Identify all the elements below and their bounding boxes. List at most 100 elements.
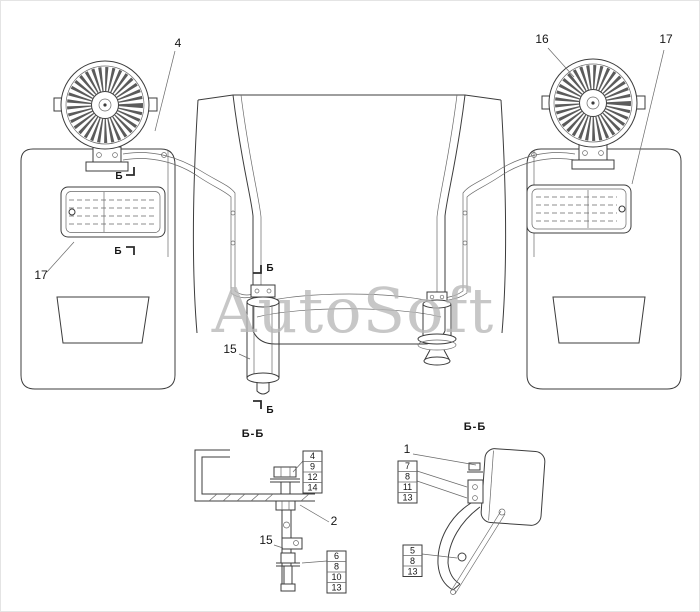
- detail-right-rod-pivot-bottom: [450, 589, 456, 595]
- cab-left-pillar-inner: [240, 94, 262, 303]
- stack-cell: 9: [310, 462, 315, 472]
- right-horn-bracket-bolt-2: [439, 294, 445, 300]
- section-mark-horn-bottom: Б: [266, 405, 273, 416]
- stack-cell: 10: [331, 572, 341, 582]
- stack-cell: 8: [334, 562, 339, 572]
- right-lamp-hatch: [536, 196, 617, 222]
- right-horn-bracket-bolt-1: [429, 294, 435, 300]
- stack-dividers: [327, 561, 346, 583]
- detail-right-bracket-bolt-2: [472, 495, 478, 501]
- cab-right-pillar-inner: [436, 94, 458, 303]
- bolt-shank: [280, 481, 291, 495]
- detail-right-title: Б-Б: [464, 421, 486, 433]
- watermark-text: AutoSoft: [211, 274, 495, 347]
- detail-right-stack-top: 7 8 11 13: [397, 460, 418, 504]
- leader-detail-left-horn: [273, 544, 284, 549]
- section-tick-lamp-top: [126, 167, 135, 176]
- lamp-lens-edge: [488, 450, 494, 521]
- left-fan-bracket-bolt-1: [96, 152, 102, 158]
- right-fender-outline: [526, 148, 682, 390]
- detail-right-bracket: [467, 479, 484, 504]
- left-lamp-lens: [65, 191, 161, 233]
- stack-cell: 8: [405, 472, 410, 482]
- right-harness-connector-1: [531, 152, 537, 158]
- leader-lamp-left: [46, 241, 75, 273]
- stack-cell: 12: [307, 472, 317, 482]
- leader-detail-left-stack-top: [292, 460, 304, 473]
- detail-right-arm-bolt: [457, 552, 467, 562]
- callout-horn-center: 15: [223, 342, 237, 356]
- detail-left-horn-tab-hole: [293, 540, 299, 546]
- leader-horn-center: [238, 353, 251, 360]
- right-horn-flange-1: [417, 333, 457, 345]
- left-lamp-bolt: [68, 208, 76, 216]
- leader-lamp-right: [631, 49, 665, 185]
- bottom-bolt-hex: [280, 552, 296, 564]
- left-horn-assembly: Б Б: [246, 263, 280, 416]
- callout-lamp-left: 17: [34, 268, 48, 282]
- right-harness-wire-2: [444, 158, 576, 302]
- section-tick-lamp-bottom: [126, 246, 135, 255]
- right-horn-body-sides: [422, 304, 452, 337]
- main-callouts: 4 16 17 17 15: [34, 32, 673, 360]
- detail-left-hatch: [208, 493, 310, 502]
- bolt-nut-facets: [281, 501, 290, 510]
- bolt-hex-head: [273, 466, 297, 478]
- left-harness-wire-1: [122, 152, 258, 296]
- left-horn-body-shading: [253, 305, 273, 377]
- left-fender-pocket: [56, 296, 150, 344]
- right-horn-flange-2: [417, 339, 457, 351]
- detail-right-top-bolt: [468, 462, 481, 471]
- right-fan-bracket-bolt-1: [582, 150, 588, 156]
- detail-view-right: Б-Б 1 7 8 11 13: [397, 421, 546, 595]
- section-mark-lamp-bottom: Б: [114, 246, 121, 257]
- right-fender: [526, 148, 682, 390]
- detail-right-arm-inner: [447, 506, 481, 591]
- right-fan-blades: [555, 65, 631, 141]
- stack-cell: 13: [331, 583, 341, 593]
- detail-left-horn-tab: [281, 537, 303, 550]
- detail-right-lamp-side: [480, 448, 546, 526]
- stack-cell: 13: [402, 493, 412, 503]
- bottom-bolt-shank: [283, 565, 293, 585]
- detail-right-arm-outer: [437, 502, 472, 591]
- callout-lamp-right: 17: [659, 32, 673, 46]
- detail-left-bracket-inner: [201, 456, 315, 495]
- bolt-nut: [275, 500, 296, 511]
- detail-right-bracket-bolt-1: [472, 484, 478, 490]
- callout-detail-left-bracket: 2: [331, 514, 338, 528]
- stack-cell: 6: [334, 551, 339, 561]
- left-fan-hub-inner: [98, 98, 112, 112]
- right-lamp: [526, 184, 632, 234]
- cab-left-edge: [192, 99, 199, 334]
- right-fender-pocket: [552, 296, 646, 344]
- left-fender-outline: [20, 148, 176, 390]
- leader-fan-left: [154, 50, 176, 132]
- section-tick-horn-top: [253, 265, 262, 274]
- bottom-bolt-nut: [280, 583, 296, 592]
- right-fan-assembly: [541, 58, 646, 170]
- right-horn-assembly: [417, 291, 457, 366]
- left-lamp-section-marks: Б Б: [114, 167, 135, 257]
- cab-right-edge: [500, 99, 507, 334]
- stack-cell: 13: [407, 567, 417, 577]
- right-horn-bell-mouth: [423, 356, 451, 366]
- callout-detail-left-horn: 15: [259, 533, 273, 547]
- right-fan-bracket-bolt-2: [598, 150, 604, 156]
- stack-cell: 11: [403, 482, 412, 492]
- right-lamp-bolt: [618, 205, 626, 213]
- detail-left-bottom-bolt: [276, 552, 300, 592]
- right-fan-axle: [591, 101, 595, 105]
- leader-detail-left-stack-bottom: [301, 560, 328, 564]
- cab-top-edge: [197, 94, 502, 101]
- stack-cell: 8: [410, 556, 415, 566]
- stack-cell: 7: [405, 461, 410, 471]
- callout-detail-right-lamp: 1: [404, 442, 411, 456]
- detail-right-rod-pivot-top: [498, 508, 506, 516]
- left-horn-bracket-bolt-1: [254, 288, 260, 294]
- right-harness-wire-1: [440, 152, 576, 300]
- leader-detail-right-stack-top: [416, 470, 468, 499]
- callout-fan-left: 4: [175, 36, 182, 50]
- detail-view-left: Б-Б 4 9 12 14: [194, 428, 347, 594]
